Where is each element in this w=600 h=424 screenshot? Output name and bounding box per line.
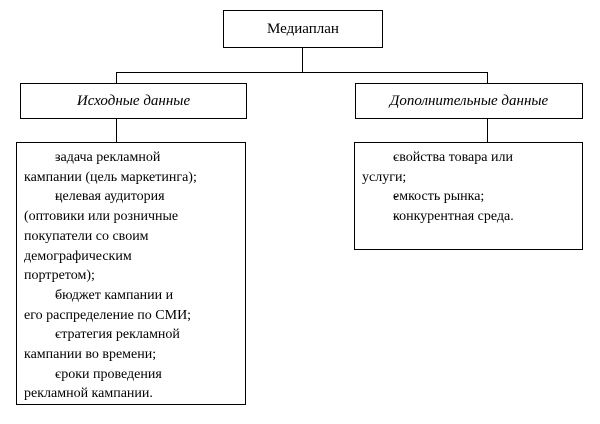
list-item-text: стратегия рекламной кампании во времени;	[24, 327, 180, 363]
list-item: -стратегия рекламной кампании во времени…	[24, 325, 239, 364]
list-item-text: сроки проведения рекламной кампании.	[24, 366, 162, 402]
list-item: -задача рекламной кампании (цель маркети…	[24, 148, 239, 187]
connector-right-drop	[487, 72, 488, 83]
list-item-text: конкурентная среда.	[393, 209, 514, 225]
list-item: -целевая аудитория (оптовики или розничн…	[24, 187, 239, 286]
list-item: -емкость рынка;	[362, 187, 576, 207]
connector-left-stem	[116, 119, 117, 142]
root-node: Медиаплан	[223, 10, 383, 48]
initial-data-list-box: -задача рекламной кампании (цель маркети…	[16, 142, 246, 405]
connector-root-stem	[302, 48, 303, 72]
list-item: -свойства товара или услуги;	[362, 148, 576, 187]
list-item: -бюджет кампании и его распределение по …	[24, 286, 239, 325]
bullet-dash: -	[55, 327, 60, 343]
branch-title-initial-data: Исходные данные	[20, 83, 247, 119]
root-node-label: Медиаплан	[267, 20, 339, 37]
list-item-text: бюджет кампании и его распределение по С…	[24, 287, 192, 323]
connector-crossbar	[116, 72, 488, 73]
list-item-text: целевая аудитория (оптовики или розничны…	[24, 189, 179, 284]
bullet-dash: -	[393, 189, 398, 205]
bullet-dash: -	[55, 287, 60, 303]
list-item-text: задача рекламной кампании (цель маркетин…	[24, 150, 197, 185]
branch-title-initial-data-label: Исходные данные	[76, 92, 191, 109]
branch-title-additional-data: Дополнительные данные	[355, 83, 583, 119]
list-item: -конкурентная среда.	[362, 207, 576, 227]
additional-data-list-box: -свойства товара или услуги; -емкость ры…	[354, 142, 583, 250]
branch-title-additional-data-label: Дополнительные данные	[389, 92, 549, 109]
bullet-dash: -	[55, 150, 60, 165]
list-item: -сроки проведения рекламной кампании.	[24, 365, 239, 404]
bullet-dash: -	[393, 209, 398, 225]
connector-right-stem	[487, 119, 488, 142]
bullet-dash: -	[55, 189, 60, 205]
list-item-text: емкость рынка;	[393, 189, 485, 205]
connector-left-drop	[116, 72, 117, 83]
bullet-dash: -	[55, 366, 60, 382]
bullet-dash: -	[393, 150, 398, 165]
list-item-text: свойства товара или услуги;	[362, 150, 513, 185]
